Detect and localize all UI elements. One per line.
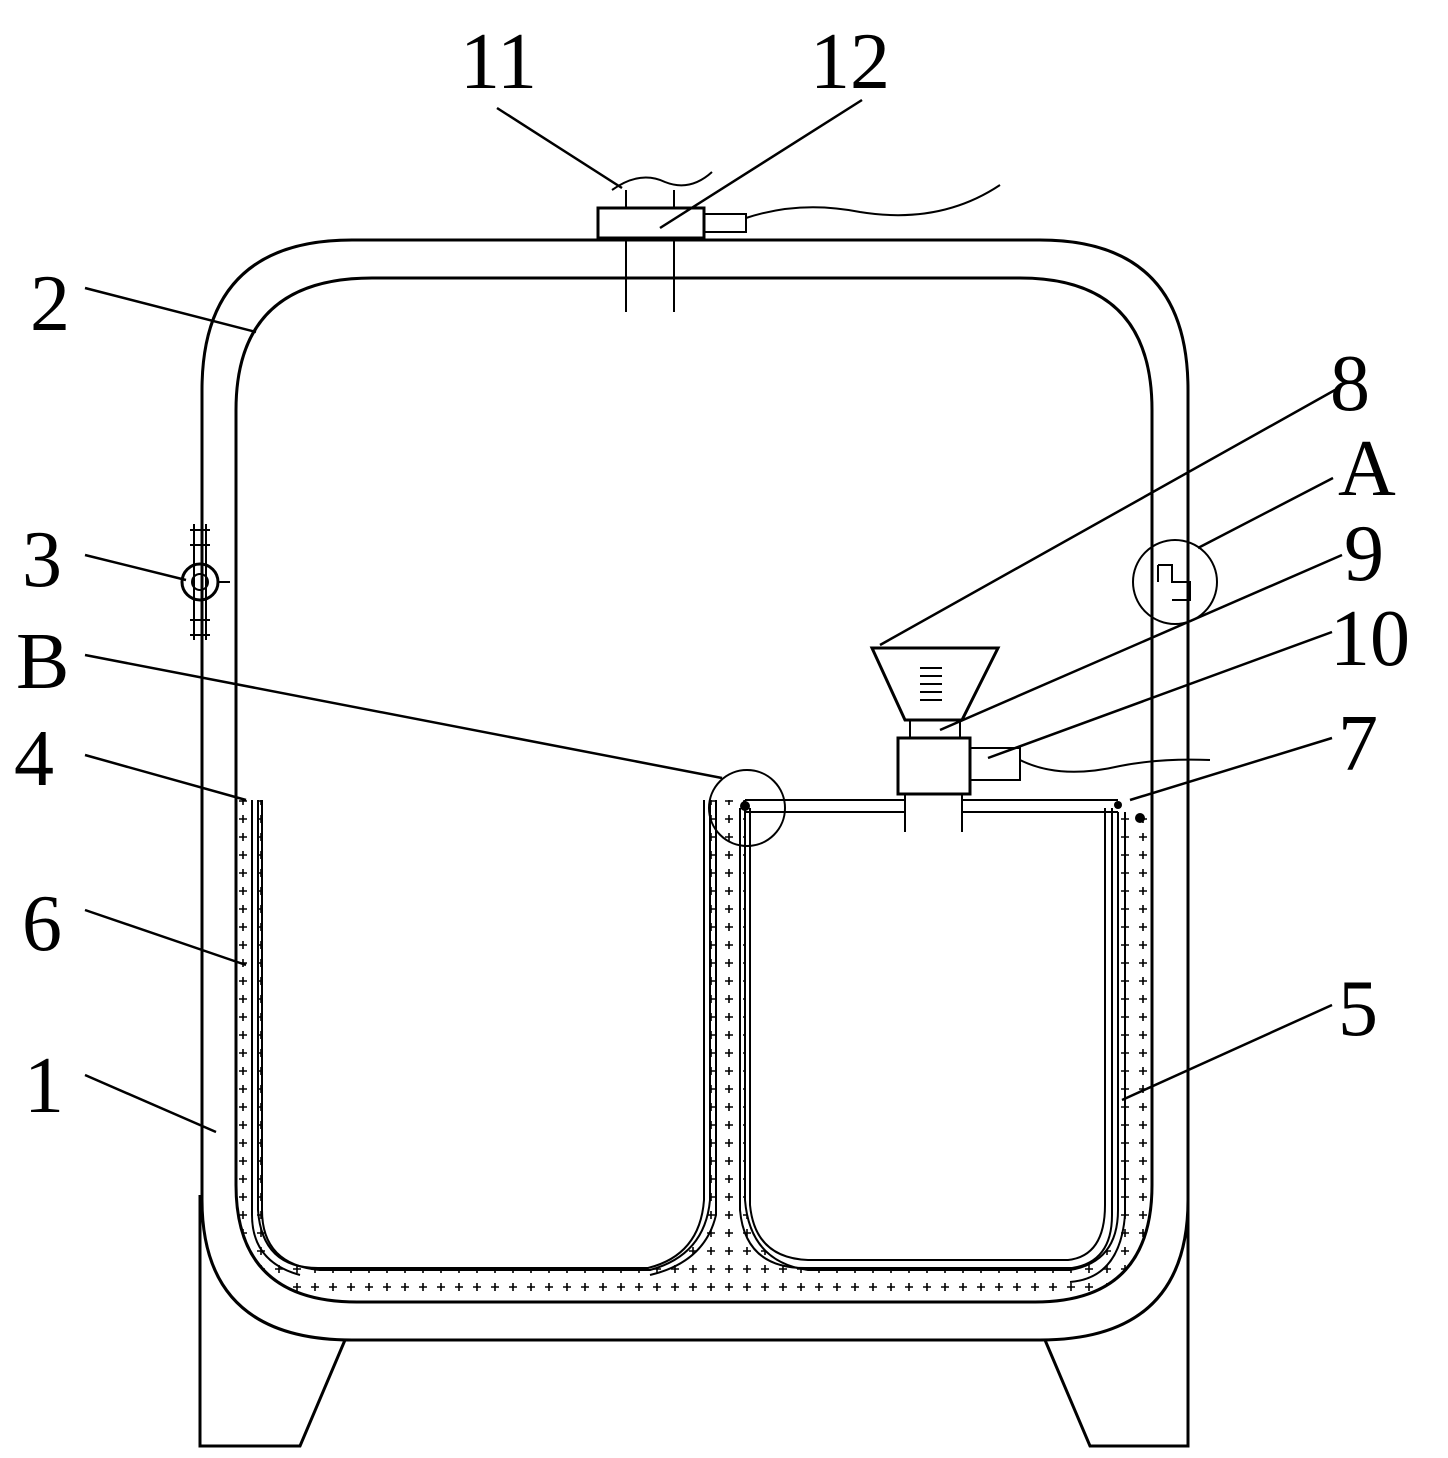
label-1: 1: [24, 1042, 64, 1130]
label-5: 5: [1338, 965, 1378, 1053]
inner-vessel-right: [739, 808, 1126, 1283]
top-inlet-pipe: [596, 171, 1001, 312]
label-7: 7: [1338, 700, 1378, 788]
label-a: A: [1338, 425, 1396, 513]
insulation-layer: [236, 800, 1152, 1302]
marker-7: [1114, 801, 1145, 823]
label-3: 3: [22, 516, 62, 604]
label-9: 9: [1344, 510, 1384, 598]
label-11: 11: [460, 18, 537, 106]
cover-plate: [745, 795, 1118, 832]
base-legs: [198, 1195, 1190, 1448]
tank-body: [200, 238, 1190, 1342]
label-b: B: [16, 618, 69, 706]
detail-circle-b: [708, 769, 786, 847]
label-10: 10: [1330, 595, 1410, 683]
side-valve: [180, 524, 230, 640]
label-6: 6: [22, 880, 62, 968]
label-12: 12: [810, 18, 890, 106]
part-labels: 2 3 B 4 6 1 11 12 8 A 9 10 7 5: [14, 18, 1410, 1130]
label-2: 2: [30, 260, 70, 348]
label-8: 8: [1330, 340, 1370, 428]
label-4: 4: [14, 715, 54, 803]
inner-vessel-left: [251, 800, 717, 1276]
leader-lines: [84, 98, 1343, 1134]
detail-circle-a: [1132, 539, 1218, 625]
feed-hopper: [869, 646, 1001, 739]
valve-motor: [896, 736, 1211, 800]
